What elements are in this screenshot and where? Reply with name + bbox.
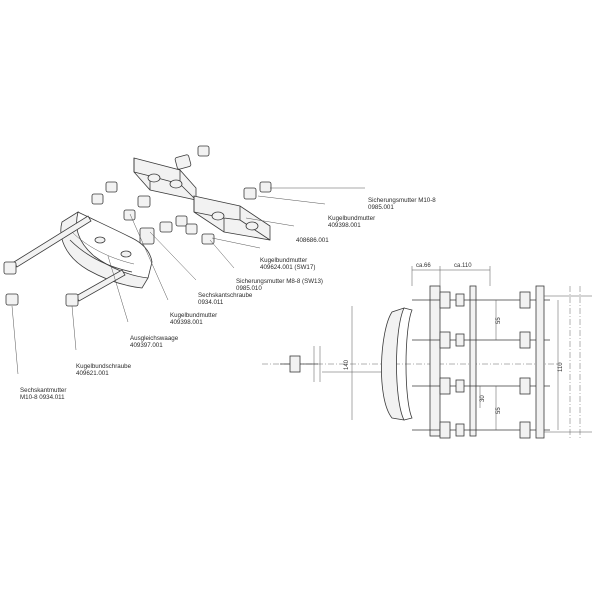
bolt-parts (3, 215, 126, 307)
nut-parts (5, 145, 272, 306)
assembly-view: ca.66 ca.110 55 55 140 110 30 (262, 263, 592, 440)
label-408686: 408686.001 (296, 236, 329, 244)
ausgleichswaage-part (60, 211, 153, 289)
dim-ca110: ca.110 (454, 263, 472, 269)
assembly-bolts (412, 291, 550, 439)
dim-55-upper: 55 (496, 317, 502, 324)
dim-110: 110 (558, 362, 564, 372)
dim-55-lower: 55 (496, 407, 502, 414)
detail-bolt (280, 346, 321, 382)
ausgleichswaage-profile (381, 307, 405, 421)
leader-lines (11, 187, 365, 375)
dim-30: 30 (480, 395, 486, 402)
exploded-view (3, 145, 365, 375)
label-sicherungsmutter-m8: Sicherungsmutter M8-8 (SW13)0985.010 (236, 277, 323, 293)
dimension-lines (351, 266, 559, 430)
dim-ca66: ca.66 (416, 263, 431, 269)
dim-140: 140 (344, 359, 350, 370)
lower-bracket-part (193, 195, 271, 241)
